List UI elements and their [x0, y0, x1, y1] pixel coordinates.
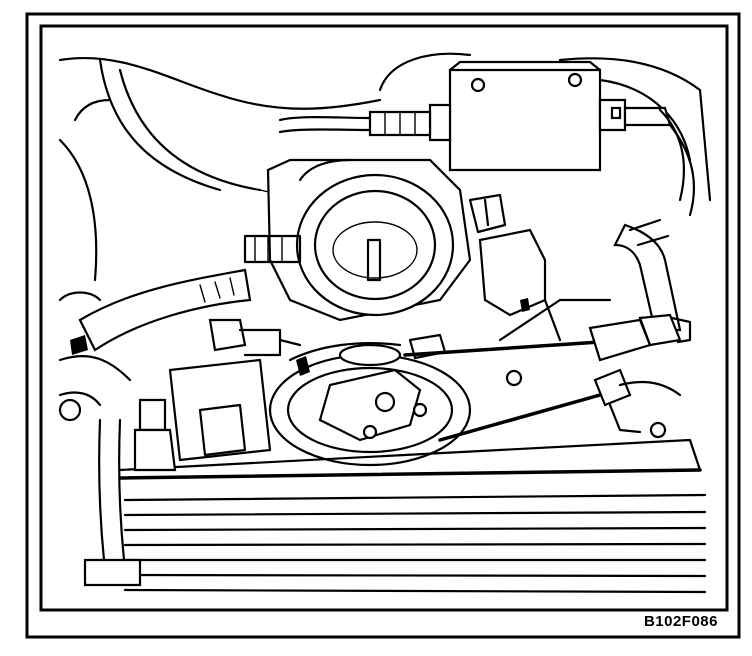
right-hose — [613, 218, 682, 332]
actuator-module — [278, 60, 696, 217]
inner-border — [39, 24, 729, 612]
shading-accents — [70, 298, 530, 376]
throttle-body — [243, 158, 547, 322]
left-fitting — [58, 391, 177, 587]
engine-block — [118, 358, 707, 594]
left-hoses — [58, 268, 302, 382]
throttle-pulley — [268, 333, 472, 467]
figure-code-label: B102F086 — [643, 613, 718, 630]
accelerator-cable — [403, 298, 692, 442]
outer-border — [25, 12, 741, 639]
